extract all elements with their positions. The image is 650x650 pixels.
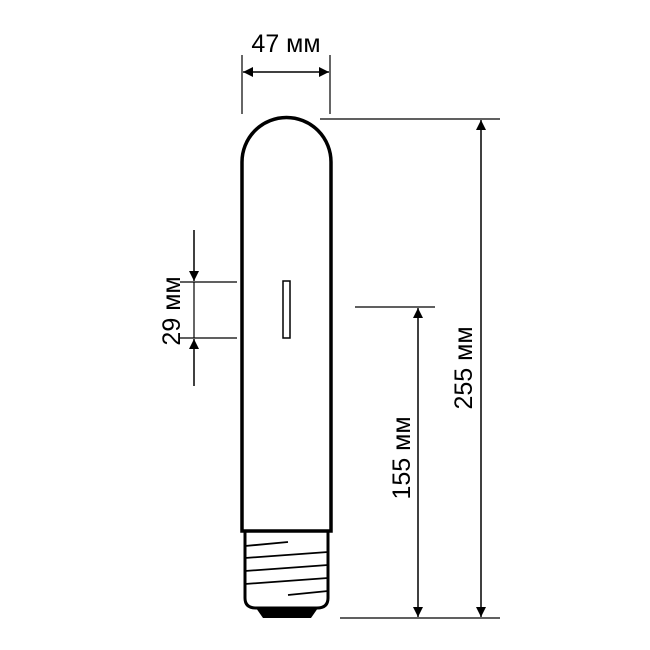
- arc-length-label: 29 мм: [158, 276, 186, 345]
- dimension-47: [241, 55, 331, 114]
- arc-tube: [282, 280, 291, 339]
- lamp-outline: [240, 115, 333, 610]
- base-thread: [244, 541, 329, 596]
- diameter-label: 47 мм: [251, 30, 320, 58]
- light-center-length-label: 155 мм: [388, 416, 416, 499]
- dimension-155: [355, 306, 435, 617]
- total-length-label: 255 мм: [450, 326, 478, 409]
- dimension-29: [180, 230, 237, 386]
- dimension-255: [320, 118, 500, 619]
- base-contact: [256, 608, 318, 618]
- bulb-glass: [240, 115, 333, 533]
